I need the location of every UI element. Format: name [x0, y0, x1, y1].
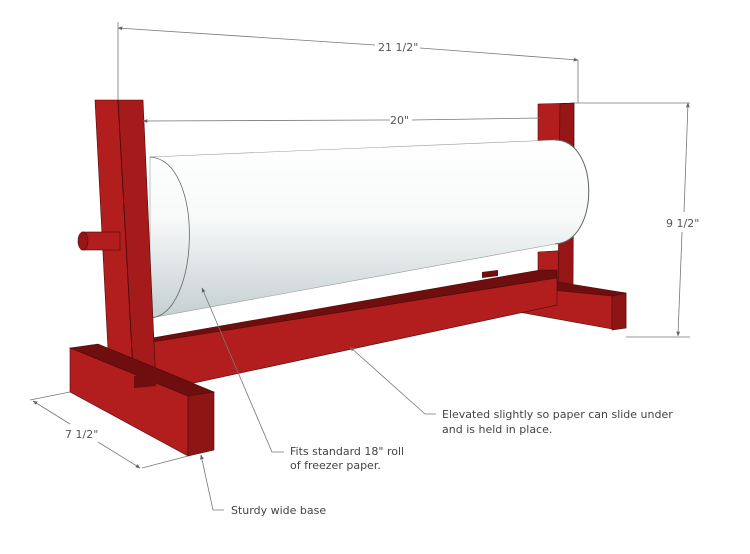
dimension-height: 9 1/2": [626, 102, 699, 338]
dimension-base-depth: 7 1/2": [29, 391, 189, 469]
dimension-overall-width: 21 1/2": [117, 22, 579, 103]
annotation-rail-line1: Elevated slightly so paper can slide und…: [442, 408, 673, 421]
left-base-foot: [68, 343, 216, 457]
dimension-label-7-1-2: 7 1/2": [65, 428, 98, 441]
annotation-roll-line2: of freezer paper.: [290, 459, 381, 472]
dimension-label-21-1-2: 21 1/2": [378, 41, 418, 54]
annotation-rail: Elevated slightly so paper can slide und…: [349, 346, 673, 436]
peg: [77, 231, 121, 251]
dimension-roll-length: 20": [142, 102, 690, 127]
annotation-roll-line1: Fits standard 18" roll: [290, 445, 404, 458]
annotation-roll: Fits standard 18" roll of freezer paper.: [201, 287, 404, 472]
dimension-label-9-1-2: 9 1/2": [666, 217, 699, 230]
annotation-base-label: Sturdy wide base: [231, 504, 326, 517]
annotation-base: Sturdy wide base: [200, 454, 326, 517]
annotation-rail-line2: and is held in place.: [442, 423, 552, 436]
paper-roll: [149, 139, 590, 319]
dimension-label-20: 20": [390, 114, 409, 127]
